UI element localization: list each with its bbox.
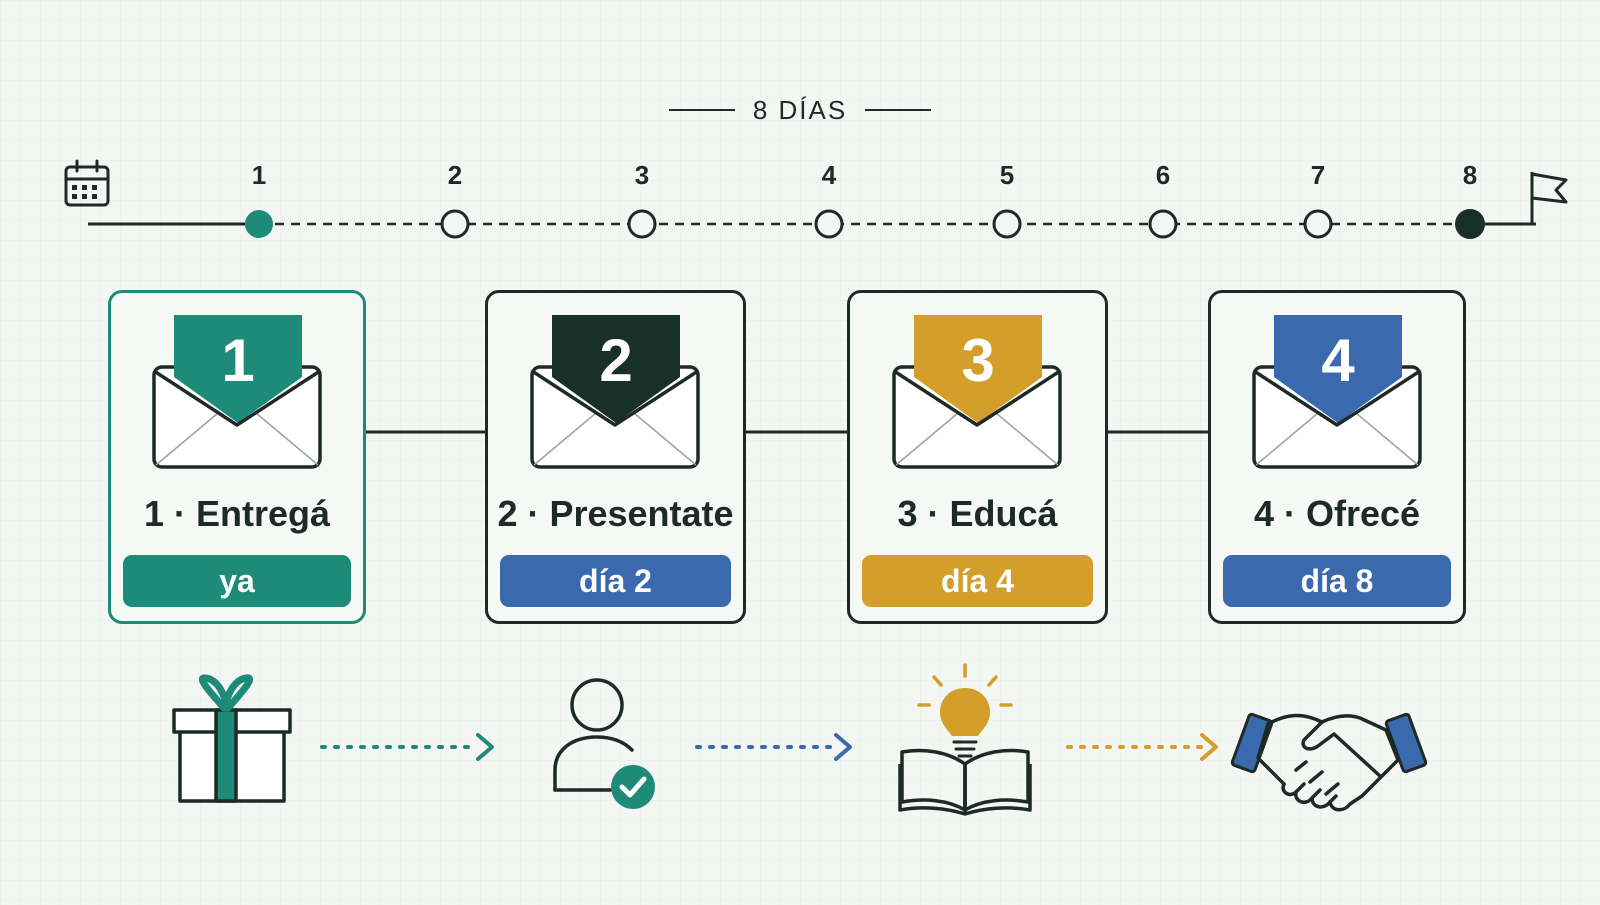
- envelope-number: 1: [221, 327, 254, 394]
- day-label-2: 2: [447, 160, 463, 190]
- step-card-2: 2 2 · Presentate día 2: [485, 290, 746, 624]
- flag-icon: [1530, 172, 1568, 224]
- step-timing-badge: día 2: [500, 555, 731, 607]
- person-check-icon: [553, 678, 655, 809]
- timeline-node-3: [627, 209, 657, 239]
- envelope-number: 2: [599, 327, 632, 394]
- arrow-right-icon: [1066, 733, 1218, 761]
- timeline-node-1: [245, 210, 273, 238]
- envelope-icon: 2: [530, 315, 700, 469]
- envelope-number: 3: [961, 327, 994, 394]
- envelope-icon: 1: [152, 315, 322, 469]
- step-timing-badge: ya: [123, 555, 351, 607]
- day-label-6: 6: [1155, 160, 1171, 190]
- day-label-7: 7: [1310, 160, 1326, 190]
- timeline-node-8: [1455, 209, 1485, 239]
- timeline-node-4: [814, 209, 844, 239]
- step-timing-badge: día 4: [862, 555, 1093, 607]
- step-title: 2 · Presentate: [497, 493, 734, 534]
- step-card-1: 1 1 · Entregá ya: [108, 290, 366, 624]
- envelope-number: 4: [1321, 327, 1355, 394]
- duration-header: 8 DÍAS: [0, 92, 1600, 128]
- step-title: 3 · Educá: [897, 493, 1058, 534]
- step-timing-badge: día 8: [1223, 555, 1451, 607]
- arrow-right-icon: [320, 733, 494, 761]
- day-label-8: 8: [1462, 160, 1478, 190]
- duration-label: 8 DÍAS: [752, 94, 848, 125]
- envelope-icon: 3: [892, 315, 1062, 469]
- step-card-4: 4 4 · Ofrecé día 8: [1208, 290, 1466, 624]
- day-label-4: 4: [821, 160, 837, 190]
- step-title: 1 · Entregá: [143, 493, 331, 534]
- lightbulb-book-icon: [898, 663, 1032, 816]
- step-title: 4 · Ofrecé: [1253, 493, 1421, 534]
- timeline-node-6: [1148, 209, 1178, 239]
- header-rule-right: [865, 109, 932, 111]
- handshake-icon: [1230, 712, 1428, 812]
- timeline-node-2: [440, 209, 470, 239]
- timeline-node-7: [1303, 209, 1333, 239]
- gift-icon: [172, 674, 292, 803]
- day-label-5: 5: [999, 160, 1015, 190]
- day-label-3: 3: [634, 160, 650, 190]
- envelope-icon: 4: [1252, 315, 1422, 469]
- header-rule-left: [668, 109, 735, 111]
- arrow-right-icon: [695, 733, 852, 761]
- day-label-1: 1: [251, 160, 267, 190]
- step-card-3: 3 3 · Educá día 4: [847, 290, 1108, 624]
- calendar-icon: [64, 159, 110, 207]
- timeline-node-5: [992, 209, 1022, 239]
